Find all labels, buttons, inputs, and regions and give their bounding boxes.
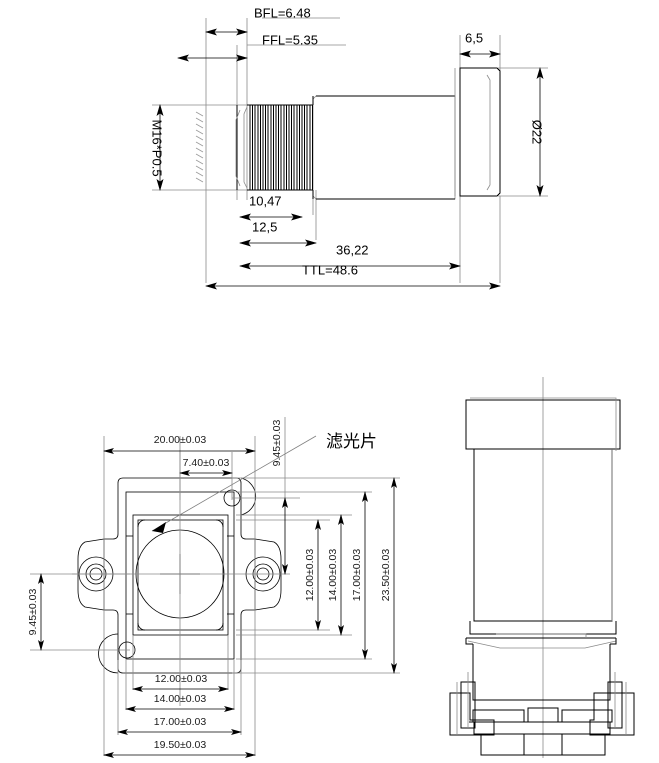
dim-12-00-v: 12.00±0.03 — [304, 519, 321, 631]
filter-callout: 滤光片 — [151, 432, 377, 533]
holder-front-view: 20.00±0.03 7.40±0.03 12.00±0.03 14.00±0.… — [27, 417, 400, 758]
dim-9-45-top-label: 9.45±0.03 — [271, 420, 283, 467]
assembly-mount-post-right — [589, 672, 635, 736]
dim-14-00-v-label: 14.00±0.03 — [327, 549, 339, 602]
dim-bfl-label: BFL=6.48 — [254, 5, 311, 20]
dim-flange-width-label: 6,5 — [465, 30, 483, 45]
dim-17-00-v: 17.00±0.03 — [351, 491, 368, 660]
dim-19-50-label: 19.50±0.03 — [154, 739, 207, 751]
assembly-top-cap — [465, 399, 621, 450]
dim-ffl-label: FFL=5.35 — [262, 32, 318, 47]
thread-hatch — [249, 105, 313, 190]
dim-12-00-h-label: 12.00±0.03 — [155, 673, 208, 685]
thread-profile-marks — [195, 111, 204, 183]
dim-14-00-v: 14.00±0.03 — [327, 514, 344, 636]
dim-body-length: 36,22 — [239, 242, 461, 270]
dim-23-50-label: 23.50±0.03 — [380, 549, 392, 602]
dim-total-length: TTL=48.6 — [205, 262, 501, 290]
dim-thread-length-label: 10,47 — [249, 193, 282, 208]
dim-12-00-v-label: 12.00±0.03 — [304, 549, 316, 602]
filter-callout-label: 滤光片 — [326, 432, 377, 452]
dim-9-45-left-label: 9.45±0.03 — [27, 589, 39, 636]
dim-9-45-left: 9.45±0.03 — [27, 573, 44, 651]
dim-12-00-h: 12.00±0.03 — [132, 673, 229, 692]
dim-outer-diameter-label: Ø22 — [530, 120, 545, 145]
dim-ffl: FFL=5.35 — [177, 32, 318, 62]
dim-outer-diameter: Ø22 — [530, 67, 545, 197]
dim-20-00: 20.00±0.03 — [103, 434, 256, 454]
dim-thread-spec: M16*P0.5 — [150, 104, 165, 191]
dim-14-00-h-label: 14.00±0.03 — [154, 693, 207, 705]
dim-17-00-h: 17.00±0.03 — [117, 716, 242, 735]
dim-total-length-label: TTL=48.6 — [302, 262, 358, 277]
dim-barrel-step-label: 12,5 — [252, 219, 277, 234]
dim-flange-width: 6,5 — [459, 30, 501, 58]
side-section-view: BFL=6.48 FFL=5.35 6,5 M16*P0.5 Ø22 10,47 — [150, 5, 548, 290]
dim-barrel-step: 12,5 — [239, 219, 317, 247]
assembly-right-side-view — [449, 377, 635, 758]
dim-thread-length: 10,47 — [239, 193, 303, 221]
dim-17-00-h-label: 17.00±0.03 — [154, 716, 207, 728]
dim-thread-spec-label: M16*P0.5 — [150, 119, 165, 176]
dim-14-00-h: 14.00±0.03 — [125, 693, 235, 712]
dim-7-40-label: 7.40±0.03 — [183, 457, 230, 469]
dim-9-45-top: 9.45±0.03 — [271, 420, 288, 575]
dim-23-50-v: 23.50±0.03 — [380, 477, 397, 674]
assembly-holder-block — [472, 644, 611, 701]
dim-bfl: BFL=6.48 — [205, 5, 311, 36]
dim-7-40: 7.40±0.03 — [179, 457, 233, 476]
assembly-base-stack — [469, 707, 613, 756]
assembly-mount-post-left — [449, 672, 495, 736]
dim-17-00-v-label: 17.00±0.03 — [351, 549, 363, 602]
lens-body-outline — [195, 67, 501, 200]
dim-19-50-h: 19.50±0.03 — [103, 739, 256, 758]
dim-20-00-label: 20.00±0.03 — [154, 434, 207, 446]
dim-body-length-label: 36,22 — [336, 242, 369, 257]
